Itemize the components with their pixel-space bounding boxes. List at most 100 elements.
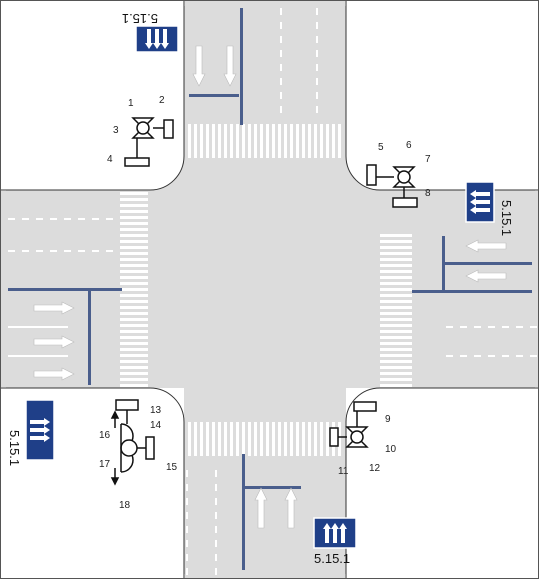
crosswalk-stripe [308,124,311,158]
crosswalk-stripe [248,124,251,158]
crosswalk-stripe [230,422,233,456]
lane-dash [50,218,57,220]
lane-arrows [33,45,507,529]
crosswalk-south [188,422,341,456]
crosswalk-stripe [380,282,412,285]
lane-dash [186,554,188,561]
dash-west-2 [8,250,113,252]
lane-dash [186,540,188,547]
lane-dash [92,250,99,252]
lane-dash [530,355,537,357]
lane-dash [516,355,523,357]
stop-line-south [245,486,301,489]
crosswalk-stripe [296,124,299,158]
crosswalk-stripe [266,124,269,158]
lane-arrow-east-1 [465,239,507,253]
dash-east-1 [446,326,537,328]
crosswalk-stripe [206,124,209,158]
stop-lines [8,8,532,570]
lane-dash [316,92,318,99]
stop-line-west [88,291,91,385]
crosswalk-stripe [380,300,412,303]
crosswalk-stripe [278,124,281,158]
lane-dash [215,498,217,505]
road-sign-label: 5.15.1 [314,551,350,566]
crosswalk-stripe [120,312,148,315]
lane-dash [530,326,537,328]
crosswalk-stripe [212,124,215,158]
crosswalk-stripe [200,124,203,158]
callout-number: 4 [107,154,113,165]
lane-dash [186,526,188,533]
crosswalk-stripe [242,422,245,456]
crosswalk-stripe [120,318,148,321]
crosswalk-stripe [272,422,275,456]
crosswalk-stripe [380,312,412,315]
stop-line-east [442,262,532,265]
crosswalk-stripe [206,422,209,456]
crosswalk-stripe [120,366,148,369]
lane-dash [215,526,217,533]
crosswalk-stripe [380,234,412,237]
crosswalk-east [380,234,412,387]
crosswalk-stripe [278,422,281,456]
crosswalk-stripe [120,204,148,207]
crosswalk-stripe [120,240,148,243]
lane-dash [474,326,481,328]
crosswalk-stripe [290,124,293,158]
crosswalk-stripe [120,306,148,309]
lane-dash [502,326,509,328]
crosswalk-stripe [120,342,148,345]
callout-number: 1 [128,98,134,109]
crosswalk-stripe [380,378,412,381]
crosswalk-stripe [380,372,412,375]
crosswalk-stripe [224,422,227,456]
lane-arrow-north-1 [192,45,206,87]
crosswalk-stripe [380,258,412,261]
lane-dash [280,36,282,43]
crosswalk-stripe [302,422,305,456]
lane-dash [215,554,217,561]
crosswalk-stripe [120,228,148,231]
callout-number: 11 [338,466,349,477]
crosswalk-stripe [254,422,257,456]
lane-arrow-west-2 [33,335,75,349]
crosswalk-stripe [380,354,412,357]
callout-number: 9 [385,414,391,425]
callout-number: 17 [99,459,111,470]
crosswalk-stripe [314,124,317,158]
callout-number: 14 [150,420,162,431]
lane-dash [8,355,68,357]
crosswalk-stripe [120,222,148,225]
crosswalk-stripe [188,124,191,158]
crosswalk-stripe [120,264,148,267]
block-bottom-right [345,387,539,579]
traffic-light-3 [329,401,377,448]
crosswalk-stripe [218,124,221,158]
callout-number: 5 [378,142,384,153]
lane-dash [316,78,318,85]
lane-dash [316,36,318,43]
crosswalk-stripe [212,422,215,456]
crosswalk-stripe [296,422,299,456]
crosswalk-stripe [380,384,412,387]
lane-dash [64,250,71,252]
crosswalk-stripe [120,192,148,195]
lane-dash [106,250,113,252]
lane-divider-east [412,290,532,293]
lane-dash [488,326,495,328]
lane-markings [8,8,537,575]
lane-arrow-west-1 [33,301,75,315]
lane-dash [78,218,85,220]
dash-west-4 [8,355,68,357]
lane-dash [22,250,29,252]
crosswalk-stripe [120,330,148,333]
callout-number: 10 [385,444,397,455]
road-sign-left: 5.15.1 [7,399,55,466]
crosswalk-stripe [120,198,148,201]
crosswalk-north [188,124,341,158]
callout-number: 3 [113,125,119,136]
crosswalk-stripe [260,124,263,158]
